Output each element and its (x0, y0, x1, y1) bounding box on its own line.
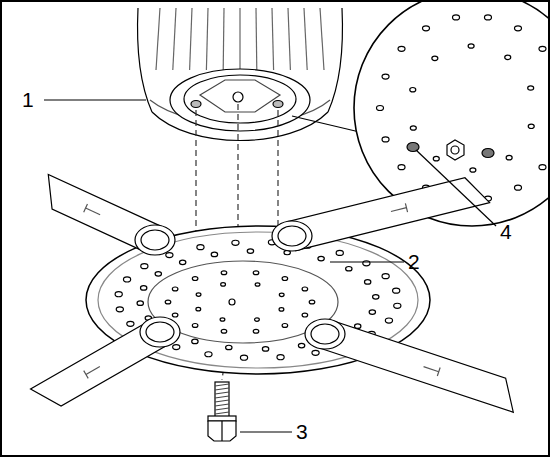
callout-number: 1 (22, 89, 34, 110)
bolt (208, 382, 236, 441)
leader-lines (44, 100, 496, 432)
callout-number: 4 (500, 221, 512, 242)
callout-number: 2 (408, 251, 420, 272)
cutting-blades (31, 174, 514, 412)
callout-number: 3 (296, 421, 308, 442)
